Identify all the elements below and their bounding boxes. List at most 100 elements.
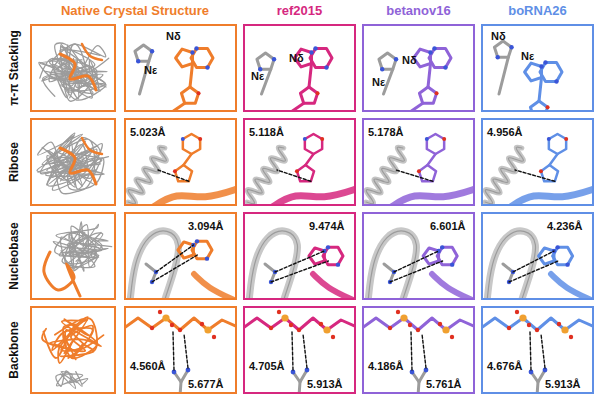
base-ring [191,48,213,67]
phosphorus-atom [323,326,330,333]
protein-helix [128,147,166,204]
rna-strand [50,319,101,358]
protein-helix [247,147,285,204]
protein-cartoon [69,222,95,272]
distance-line [173,332,174,370]
base-ring [310,48,332,67]
oxygen-atom [408,323,412,327]
phosphorus-atom [204,326,211,333]
overview-frame [31,25,115,111]
nitrogen-atom [326,245,330,249]
distance-label: 9.474Å [309,220,344,233]
rna-ribbon [551,274,591,300]
distance-line [515,170,555,181]
row-label: Backbone [6,321,22,378]
distance-label: 4.956Å [487,126,522,139]
rna-strand [60,54,96,90]
distance-label: 4.236Å [547,220,582,233]
distance-line [541,334,545,368]
panel-illustration [368,231,472,300]
nitrogen-atom [509,45,513,49]
glycosidic-bond [428,154,436,165]
panel-illustration [249,231,353,300]
panel-illustration [42,317,103,388]
oxygen-atom [527,323,531,327]
base-ring [176,49,193,67]
base-ring [423,248,438,264]
rna-ribbon [194,274,234,300]
panel-illustration [130,231,234,300]
structure-panel: 5.118Å [243,118,356,206]
base-ring [549,134,566,154]
oxygen-atom [438,322,442,326]
panel-illustration [485,134,594,206]
histidine-ring [135,45,152,61]
oxygen-atom [316,91,320,95]
phosphorus-atom [400,314,407,321]
oxygen-atom [173,169,177,173]
column-header: boRNA26 [481,3,594,19]
protein-loop [130,231,179,300]
nitrogen-atom [205,65,209,69]
distance-label: 5.118Å [249,126,284,139]
structure-panel: 3.094Å [124,212,237,300]
nitrogen-atom [136,59,140,63]
oxygen-atom [197,91,201,95]
row-label: Nucleobase [6,222,22,289]
oxygen-atom [295,169,299,173]
oxygen-atom [417,169,421,173]
base-ring [539,248,554,264]
protein-helix [247,147,285,204]
oxygen-atom [564,137,568,141]
phosphorus-atom [281,314,288,321]
nitrogen-atom [450,262,454,266]
protein-loop [487,231,536,300]
oxygen-atom [212,335,216,339]
oxygen-atom [435,91,439,95]
distance-label: 5.023Å [130,126,165,139]
nitrogen-atom [555,245,559,249]
nitrogen-atom [565,262,569,266]
atom-label: Nε [521,50,534,63]
distance-line [292,332,293,370]
nitrogen-atom [194,46,198,50]
rna-ribbon [271,188,356,206]
structure-panel: NδNε [362,24,475,112]
histidine-ring [379,53,396,69]
oxygen-atom [319,322,323,326]
distance-label: 5.677Å [188,378,223,391]
panel-illustration [44,222,112,296]
distance-label: 5.913Å [545,378,580,391]
structure-panel: 4.705Å5.913Å [243,306,356,394]
oxygen-atom [515,310,519,314]
nitrogen-atom [443,65,447,69]
oxygen-atom [450,335,454,339]
distance-label: 5.761Å [426,378,461,391]
distance-line [152,255,197,282]
distance-line [277,170,311,181]
base-ring [437,247,457,264]
distance-line [184,334,188,368]
overview-frame [31,213,115,299]
distance-line [411,332,412,370]
oxygen-atom [320,137,324,141]
oxygen-atom [297,328,301,332]
oxygen-atom [289,323,293,327]
oxygen-atom [150,326,154,330]
panel-illustration [257,46,332,112]
nitrogen-atom [150,49,154,53]
panel-illustration [243,310,356,394]
oxygen-atom [569,335,573,339]
oxygen-atom [178,328,182,332]
protein-loop [130,231,179,300]
distance-label: 5.178Å [368,126,403,139]
structure-panel: 4.236Å [481,212,594,300]
protein-helix [128,147,166,204]
nitrogen-atom [428,50,432,54]
distance-label: 5.913Å [307,378,342,391]
glycosidic-bond [306,154,314,165]
distance-line [275,251,324,272]
protein-cartoon [39,45,106,91]
oxygen-atom [158,310,162,314]
